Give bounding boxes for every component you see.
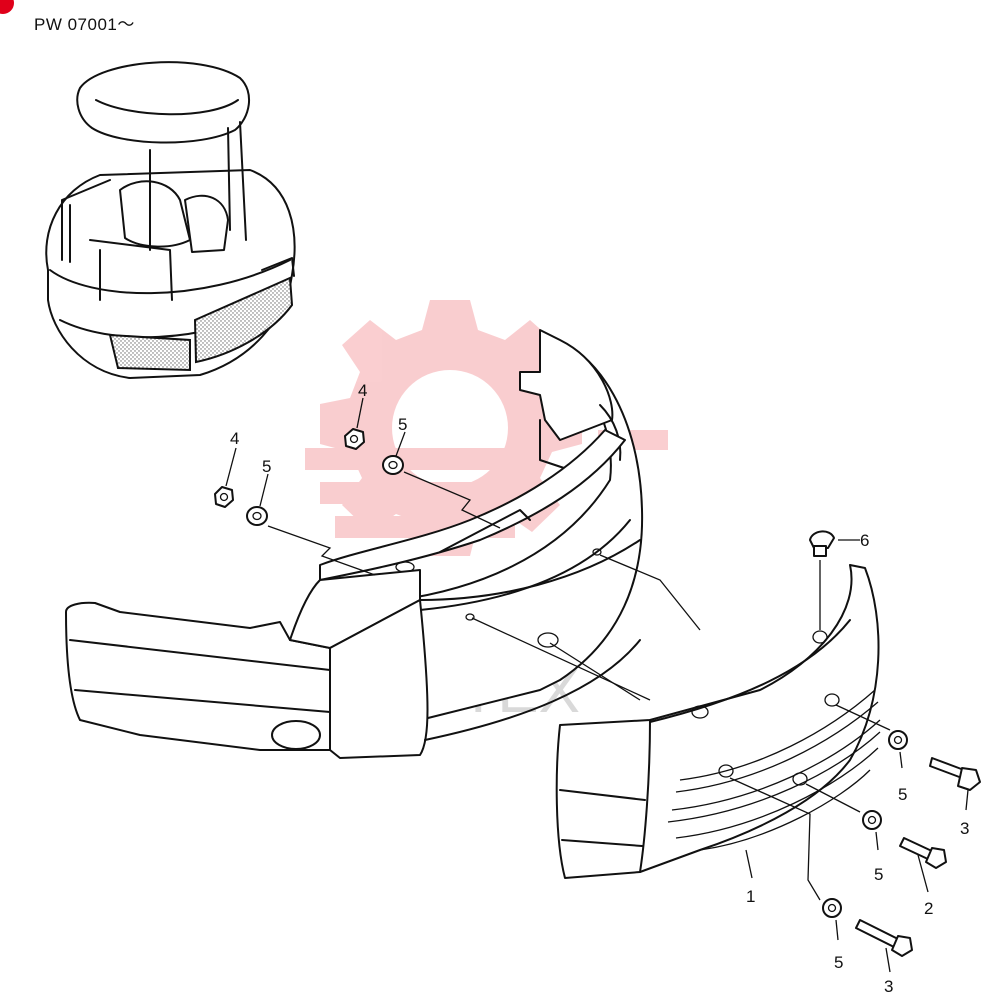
callout-4: 4 xyxy=(230,429,239,448)
callout-4: 4 xyxy=(358,381,367,400)
callout-5: 5 xyxy=(874,865,883,884)
callout-5: 5 xyxy=(398,415,407,434)
callout-1: 1 xyxy=(746,887,755,906)
plug-icon xyxy=(809,530,835,557)
left-counterweight xyxy=(65,539,641,759)
washer-icon xyxy=(382,455,404,475)
callout-5: 5 xyxy=(262,457,271,476)
washer-icon xyxy=(822,898,842,918)
leader-lines xyxy=(225,397,969,973)
callout-3: 3 xyxy=(960,819,969,838)
hardware xyxy=(214,428,981,957)
right-counterweight xyxy=(555,564,881,879)
callout-3: 3 xyxy=(884,977,893,996)
washer-icon xyxy=(888,730,908,750)
excavator-overview-inset xyxy=(45,61,296,379)
corner-marker xyxy=(0,0,14,14)
bolt-icon xyxy=(929,757,981,791)
bolt-icon xyxy=(899,837,947,869)
callout-5: 5 xyxy=(834,953,843,972)
callout-6: 6 xyxy=(860,531,869,550)
bolt-icon xyxy=(855,919,913,957)
cooling-slots xyxy=(667,689,881,851)
washer-icon xyxy=(862,810,882,830)
callout-2: 2 xyxy=(924,899,933,918)
serial-range-label: PW 07001～ xyxy=(34,15,135,34)
nut-icon xyxy=(344,428,365,450)
callout-5: 5 xyxy=(898,785,907,804)
nut-icon xyxy=(214,486,234,508)
washer-icon xyxy=(246,506,268,526)
